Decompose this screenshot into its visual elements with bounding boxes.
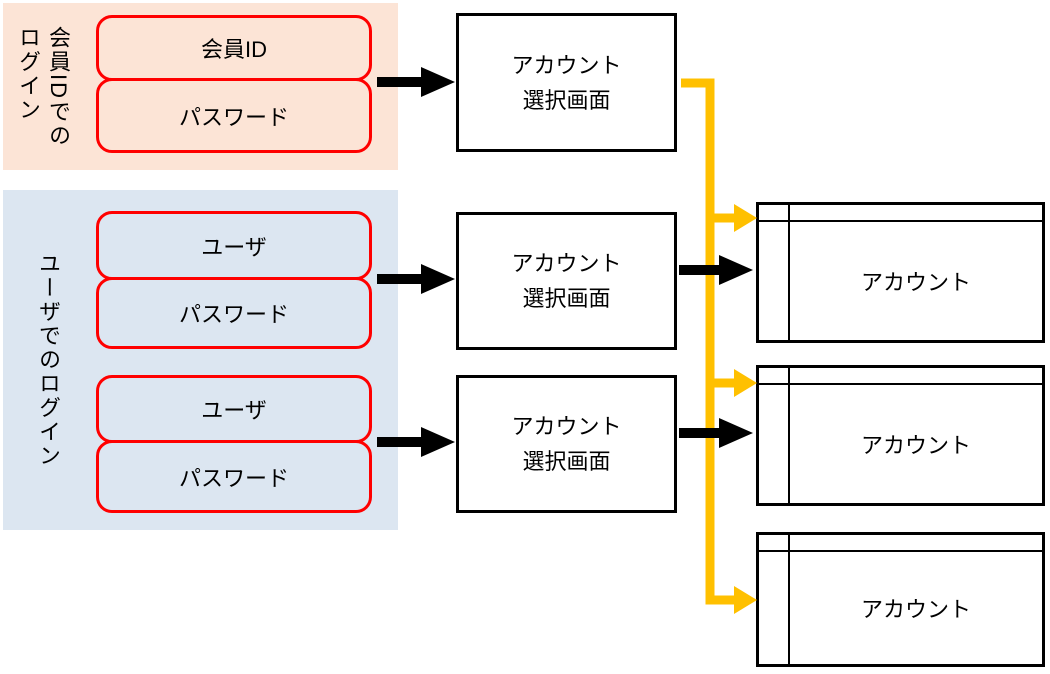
selection-screen-2-line-1: アカウント <box>511 251 622 276</box>
field-user-password-1: パスワード <box>96 277 372 349</box>
account-box-3-header-line <box>759 550 1042 552</box>
group-user-login-label: ユーザでのログイン <box>36 252 61 468</box>
black-arrow-screen-2-to-account-1 <box>679 255 753 285</box>
yellow-arrowhead-account-1 <box>734 204 757 232</box>
group-member-id-login-label: 会員IDでの ログイン <box>13 26 73 148</box>
account-box-2: アカウント <box>756 365 1045 506</box>
black-arrow-head <box>719 418 753 448</box>
selection-screen-1-line-1: アカウント <box>511 52 622 78</box>
selection-screen-2-line-2: 選択画面 <box>522 286 611 311</box>
account-box-2-header-line <box>759 383 1042 385</box>
yellow-arrowhead-account-2 <box>734 369 757 397</box>
black-arrow-shaft <box>679 428 719 438</box>
account-box-1: アカウント <box>756 202 1045 343</box>
account-box-1-label: アカウント <box>860 270 971 295</box>
account-selection-screen-2: アカウント 選択画面 <box>456 212 677 350</box>
black-arrow-head <box>421 264 455 294</box>
account-box-3-label: アカウント <box>860 597 971 622</box>
account-selection-screen-3: アカウント 選択画面 <box>456 375 677 513</box>
yellow-connector-line <box>681 78 736 605</box>
selection-screen-3-line-1: アカウント <box>511 414 622 439</box>
group-member-label-line-2: ログイン <box>16 25 41 122</box>
field-member-password: パスワード <box>96 78 372 153</box>
black-arrow-screen-3-to-account-2 <box>679 418 753 448</box>
group-member-label-line-1: 会員IDでの <box>46 25 71 148</box>
account-box-3-side-line <box>788 535 790 664</box>
black-arrow-shaft <box>679 265 719 275</box>
group-member-id-login: 会員IDでの ログイン 会員ID パスワード <box>3 3 398 170</box>
selection-screen-1-line-2: 選択画面 <box>522 87 611 113</box>
account-box-1-side-line <box>788 205 790 340</box>
group-user-login: ユーザでのログイン ユーザ パスワード ユーザ パスワード <box>3 190 398 530</box>
black-arrow-head <box>421 67 455 97</box>
field-user-password-2: パスワード <box>96 440 372 513</box>
account-box-3: アカウント <box>756 532 1045 667</box>
account-selection-screen-1: アカウント 選択画面 <box>456 13 677 152</box>
field-user-2: ユーザ <box>96 375 372 443</box>
account-box-2-side-line <box>788 368 790 503</box>
account-box-1-header-line <box>759 220 1042 222</box>
selection-screen-3-line-2: 選択画面 <box>522 449 611 474</box>
field-user-1: ユーザ <box>96 211 372 280</box>
field-member-id: 会員ID <box>96 15 372 81</box>
black-arrow-head <box>719 255 753 285</box>
yellow-arrowhead-account-3 <box>734 586 757 614</box>
account-box-2-label: アカウント <box>860 433 971 458</box>
black-arrow-head <box>421 427 455 457</box>
